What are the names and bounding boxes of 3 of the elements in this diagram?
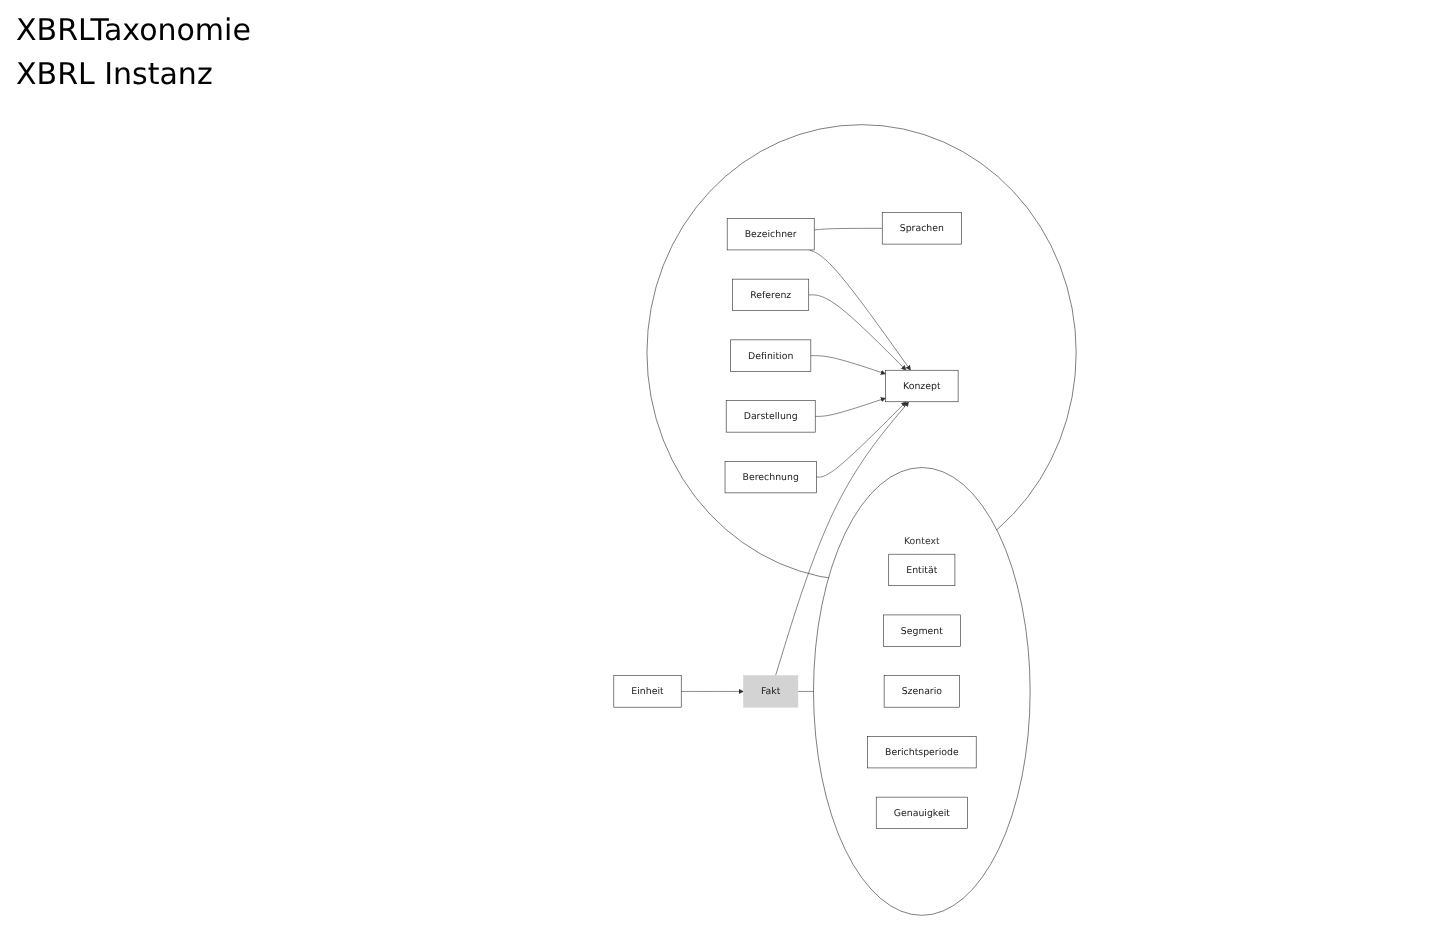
region-label: XBRLTaxonomie xyxy=(16,12,251,48)
region-label: XBRL Instanz xyxy=(16,56,215,92)
connector xyxy=(813,228,883,231)
